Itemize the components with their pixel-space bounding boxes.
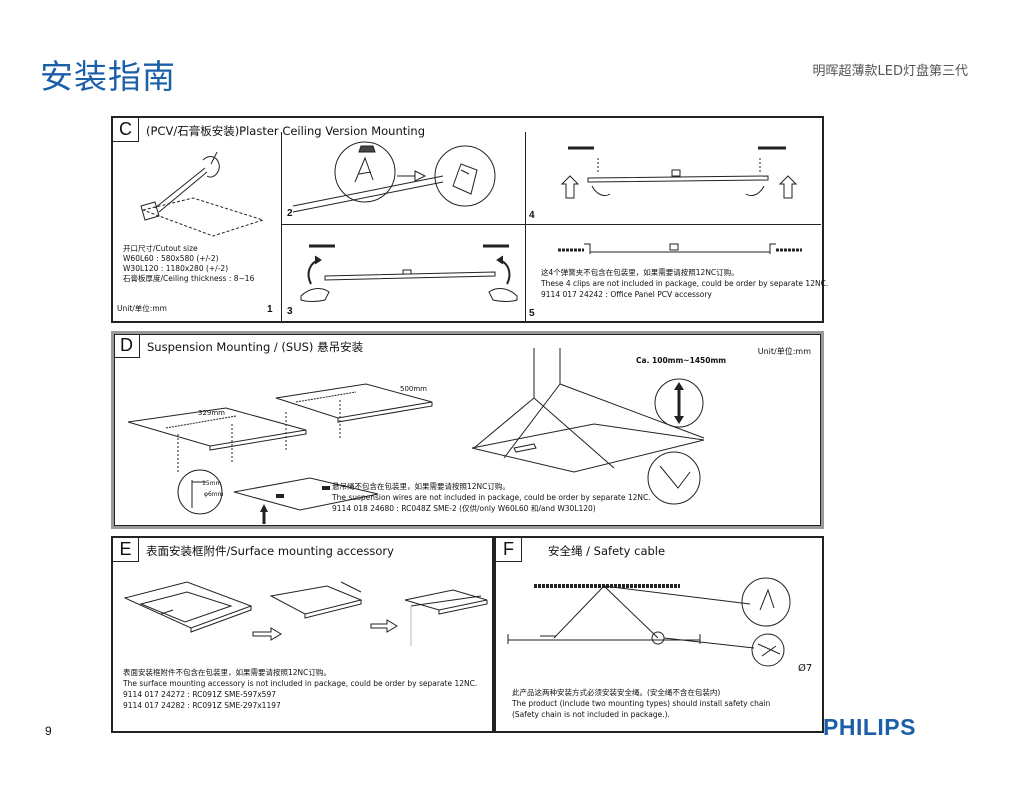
step-number: 1 [267, 304, 273, 315]
ceiling-thickness: 石膏板厚度/Ceiling thickness : 8~16 [123, 274, 255, 283]
cutout-size-label: 开口尺寸/Cutout size [123, 244, 198, 253]
surface-note-en: The surface mounting accessory is not in… [123, 679, 478, 688]
page-title: 安装指南 [40, 57, 176, 96]
cutout-size-w30l120: W30L120 : 1180x280 (+/-2) [123, 264, 229, 273]
suspension-kit-illustration [126, 364, 546, 529]
step-number: 5 [529, 308, 535, 319]
page-number: 9 [45, 724, 52, 738]
clip-insert-illustration [293, 136, 518, 218]
brand-logo: PHILIPS [823, 714, 916, 740]
safety-note-cn: 此产品这两种安装方式必须安装安全绳。(安全绳不含在包装内) [512, 688, 721, 697]
step-number: 4 [529, 210, 535, 221]
clip-lift-illustration [538, 136, 818, 216]
clips-note-cn: 这4个弹簧夹不包含在包装里，如果需要请按照12NC订购。 [541, 268, 739, 277]
panel-push-up-illustration [295, 236, 520, 316]
surface-frame-illustration [121, 576, 489, 656]
unit-label: Unit/单位:mm [757, 347, 811, 356]
safety-note-en-1: The product (include two mounting types)… [512, 699, 771, 708]
divider [525, 132, 526, 322]
divider [281, 132, 282, 322]
panel-e-title: 表面安装框附件/Surface mounting accessory [146, 544, 394, 558]
panel-safety-cable: F 安全绳 / Safety cable Ø7 此产品这两种安装方式必须安装安全… [494, 536, 824, 733]
suspension-note-cn: 悬吊绳不包含在包装里，如果需要请按照12NC订购。 [332, 482, 510, 491]
cutout-size-w60l60: W60L60 : 580x580 (+/-2) [123, 254, 219, 263]
ceiling-section-illustration [538, 234, 818, 264]
panel-suspension-mounting: D Suspension Mounting / (SUS) 悬吊安装 Unit/… [111, 331, 824, 529]
suspension-range-label: Ca. 100mm~1450mm [636, 356, 727, 365]
safety-cable-illustration [504, 574, 816, 674]
dimension-label: 329mm [198, 409, 225, 417]
panel-f-title: 安全绳 / Safety cable [548, 544, 666, 558]
divider [281, 224, 821, 225]
panel-surface-mounting: E 表面安装框附件/Surface mounting accessory 表面安… [111, 536, 494, 733]
panel-e-letter: E [113, 538, 139, 562]
cable-diameter: Ø7 [798, 663, 813, 674]
saw-cutting-illustration [133, 150, 273, 240]
panel-c-letter: C [113, 118, 139, 142]
safety-note-en-2: (Safety chain is not included in package… [512, 710, 670, 719]
dimension-label: φ6mm [204, 491, 224, 498]
panel-f-letter: F [496, 538, 522, 562]
step-number: 3 [287, 306, 293, 317]
suspension-note-en: The suspension wires are not included in… [332, 493, 651, 502]
panel-d-title: Suspension Mounting / (SUS) 悬吊安装 [147, 340, 364, 354]
surface-note-12nc-2: 9114 017 24282 : RC091Z SME-297x1197 [123, 701, 281, 710]
suspended-panel-illustration [464, 348, 734, 523]
clips-note-en: These 4 clips are not included in packag… [541, 279, 829, 288]
product-name: 明晖超薄款LED灯盘第三代 [812, 64, 968, 79]
dimension-label: 500mm [400, 385, 427, 393]
dimension-label: 15mm [202, 480, 222, 487]
unit-label: Unit/单位:mm [117, 304, 167, 313]
clips-note-12nc: 9114 017 24242 : Office Panel PCV access… [541, 290, 712, 299]
panel-c-title: (PCV/石膏板安装)Plaster Ceiling Version Mount… [146, 124, 426, 138]
step-number: 2 [287, 208, 293, 219]
surface-note-12nc-1: 9114 017 24272 : RC091Z SME-597x597 [123, 690, 276, 699]
panel-plaster-ceiling: C (PCV/石膏板安装)Plaster Ceiling Version Mou… [111, 116, 828, 323]
panel-d-letter: D [114, 334, 140, 358]
suspension-note-12nc: 9114 018 24680 : RC048Z SME-2 (仅供/only W… [332, 504, 596, 513]
surface-note-cn: 表面安装框附件不包含在包装里，如果需要请按照12NC订购。 [123, 668, 331, 677]
